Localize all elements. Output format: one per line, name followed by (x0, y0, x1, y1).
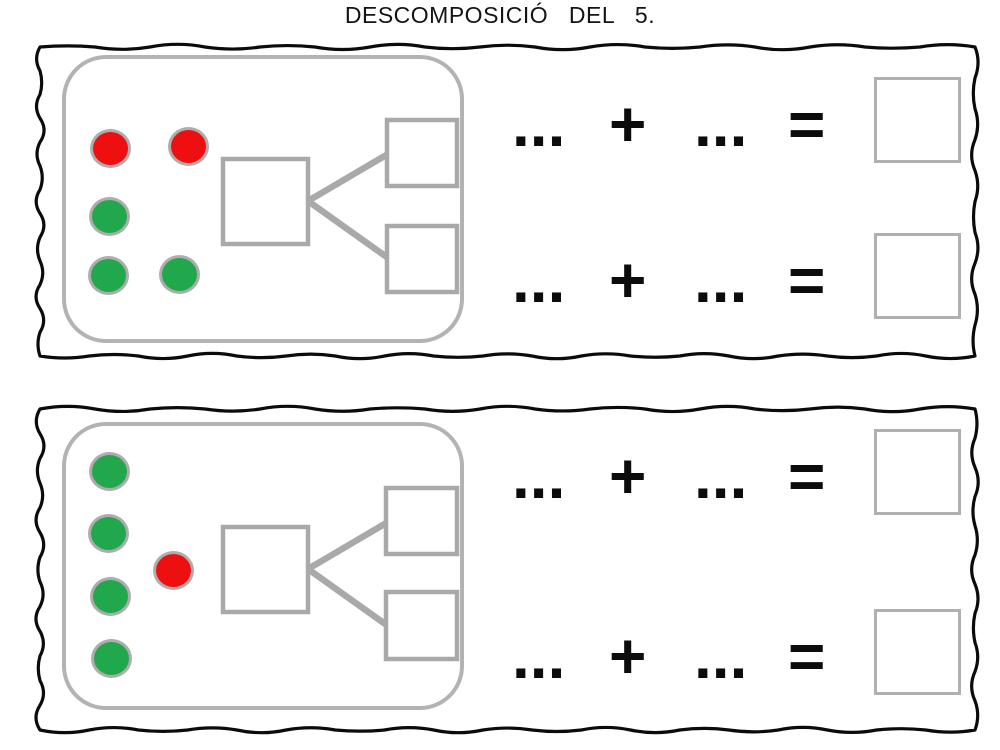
equation-row: ... + ... = (512, 233, 961, 319)
plus-sign: + (609, 244, 647, 316)
equation-row: ... + ... = (512, 77, 961, 163)
green-counter-dot (90, 577, 131, 616)
hand-drawn-border (34, 404, 980, 735)
branch-line-top (306, 519, 390, 572)
branch-line-bottom (306, 566, 390, 629)
part-box-bottom[interactable] (384, 223, 460, 295)
red-counter-dot (153, 551, 194, 590)
addend2-placeholder: ... (694, 88, 748, 160)
answer-box[interactable] (874, 429, 961, 515)
green-counter-dot (88, 514, 129, 553)
part-box-top[interactable] (383, 485, 460, 557)
worksheet-title: DESCOMPOSICIÓ DEL 5. (344, 2, 656, 28)
branch-line-top (306, 151, 390, 204)
answer-box[interactable] (874, 77, 961, 163)
counters-box (62, 55, 464, 343)
green-counter-dot (91, 639, 132, 678)
addend2-placeholder: ... (694, 244, 748, 316)
red-counter-dot (90, 129, 131, 168)
exercise-panel-1: ... + ... = ... + ... = (33, 40, 982, 363)
answer-box[interactable] (874, 233, 961, 319)
equals-sign: = (788, 620, 826, 692)
green-counter-dot (88, 256, 129, 295)
addend1-placeholder: ... (512, 244, 566, 316)
green-counter-dot (159, 255, 200, 294)
addend1-placeholder: ... (512, 88, 566, 160)
decomposition-tree (220, 117, 460, 295)
addend2-placeholder: ... (694, 620, 748, 692)
part-box-bottom[interactable] (383, 589, 460, 662)
answer-box[interactable] (874, 609, 961, 695)
decomposition-tree (220, 485, 460, 662)
hand-drawn-border (34, 42, 980, 361)
counters-box (62, 422, 464, 710)
equals-sign: = (788, 244, 826, 316)
green-counter-dot (89, 452, 130, 491)
equation-row: ... + ... = (512, 609, 961, 695)
branch-line-bottom (306, 198, 390, 261)
addend1-placeholder: ... (512, 620, 566, 692)
red-counter-dot (168, 127, 209, 166)
exercise-panel-2: ... + ... = ... + ... = (33, 402, 982, 737)
part-box-top[interactable] (384, 117, 460, 189)
addend1-placeholder: ... (512, 440, 566, 512)
plus-sign: + (609, 88, 647, 160)
equals-sign: = (788, 88, 826, 160)
total-box[interactable] (220, 156, 311, 247)
equals-sign: = (788, 440, 826, 512)
plus-sign: + (609, 440, 647, 512)
total-box[interactable] (220, 524, 311, 615)
green-counter-dot (89, 197, 130, 236)
addend2-placeholder: ... (694, 440, 748, 512)
plus-sign: + (609, 620, 647, 692)
equation-row: ... + ... = (512, 429, 961, 515)
